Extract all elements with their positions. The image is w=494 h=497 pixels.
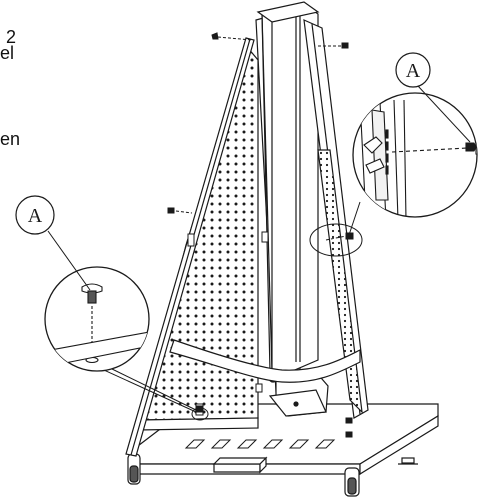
callout-label: A: [406, 60, 421, 82]
side-text-fragment: el: [0, 43, 15, 63]
detail-callout-right: A: [309, 52, 478, 257]
center-column: [255, 1, 320, 393]
perforated-side-panel: [137, 46, 259, 431]
detail-callout-left: A: [15, 195, 209, 421]
side-text-fragment: 2: [6, 27, 17, 47]
screws: [167, 32, 354, 438]
side-text-fragment: en: [0, 129, 21, 149]
caster-left: [127, 453, 141, 485]
caster-right: [344, 467, 360, 497]
callout-label: A: [28, 205, 43, 227]
front-strap: [169, 339, 361, 383]
frame-left-edge: [125, 37, 255, 457]
